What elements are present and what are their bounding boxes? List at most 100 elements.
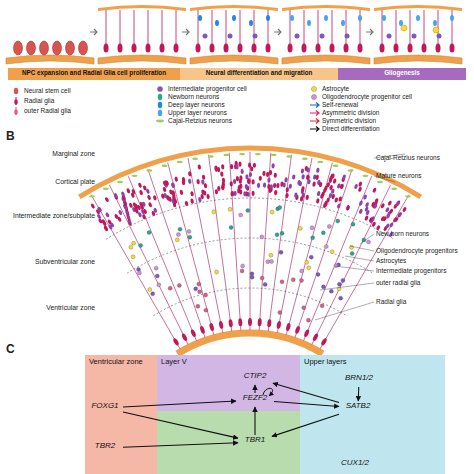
oligodendrocyte-progenitor	[241, 264, 245, 268]
cajal-retzius-cell	[223, 154, 229, 156]
mature-neuron	[358, 186, 363, 192]
mature-neuron	[190, 198, 194, 204]
intermediate-progenitor	[309, 255, 313, 259]
outer-radial-glia	[240, 269, 244, 273]
mature-neuron	[247, 178, 250, 183]
gene: CUX1/2	[336, 459, 374, 471]
zone-label: Subventricular zone	[10, 258, 95, 265]
intermediate-progenitor	[339, 296, 343, 300]
mature-neuron	[274, 190, 278, 195]
intermediate-progenitor	[228, 34, 233, 39]
neural-stem-cell	[53, 41, 62, 55]
outer-radial-glia	[291, 278, 295, 282]
zone-title: Layer V	[161, 358, 296, 366]
mature-neuron	[184, 201, 188, 207]
legend-icon	[158, 110, 162, 117]
cajal-retzius-cell	[146, 169, 152, 171]
mature-neuron	[249, 172, 252, 177]
regulation-arrow	[123, 412, 238, 438]
mature-neuron	[330, 173, 334, 179]
mature-neuron	[364, 215, 369, 221]
legend-icon	[311, 94, 316, 99]
oligodendrocyte-progenitor	[266, 260, 270, 264]
regulation-arrow	[123, 443, 238, 448]
oligodendrocyte-progenitor	[137, 271, 141, 275]
mature-neuron	[305, 195, 309, 201]
mature-neuron	[276, 183, 280, 188]
radial-glia-fiber	[188, 158, 223, 333]
mature-neuron	[230, 164, 234, 169]
mature-neuron	[331, 173, 335, 179]
mature-neuron	[188, 171, 192, 177]
radial-glia-body	[294, 325, 300, 334]
mature-neuron	[269, 170, 273, 175]
radial-glia-body	[238, 44, 243, 53]
self-loop	[263, 388, 273, 396]
phase-title: NPC expansion and Radial Glia cell proli…	[8, 70, 180, 77]
mature-neuron	[173, 198, 177, 204]
radial-glia-body	[450, 44, 455, 53]
oligodendrocyte-progenitor	[260, 235, 264, 239]
mature-neuron	[307, 179, 311, 185]
mature-neuron	[181, 180, 185, 186]
radial-glia-body	[118, 44, 123, 53]
radial-glia-body	[228, 319, 233, 327]
oligodendrocyte-progenitor	[310, 226, 314, 230]
mature-neuron	[239, 175, 242, 180]
mature-neuron	[316, 167, 320, 173]
radial-glia-fiber	[312, 185, 391, 345]
mature-neuron	[346, 205, 351, 211]
mature-neuron	[206, 194, 210, 200]
radial-glia-body	[199, 325, 205, 334]
mature-neuron	[168, 196, 173, 202]
pial-surface	[374, 5, 462, 11]
neuron	[433, 20, 437, 26]
legend-text: Symmetric division	[322, 118, 376, 125]
cajal-retzius-cell	[271, 154, 277, 156]
legend-icon	[310, 119, 319, 124]
radial-glia-body	[358, 44, 363, 53]
mature-neuron	[134, 206, 139, 212]
mature-neuron	[292, 174, 296, 180]
intermediate-progenitor	[341, 278, 345, 282]
radial-glia-body	[196, 44, 201, 53]
mature-neuron	[273, 173, 277, 178]
mature-neuron	[103, 225, 108, 231]
neural-stem-cell	[14, 41, 23, 55]
mature-neuron	[380, 203, 385, 209]
mature-neuron	[203, 190, 207, 196]
mature-neuron	[235, 164, 238, 169]
newborn-neuron	[275, 233, 279, 237]
legend-icon	[310, 103, 319, 108]
radial-glia-body	[316, 44, 321, 53]
legend-text: Newborn neurons	[168, 94, 219, 101]
mature-neuron	[239, 184, 242, 189]
gene-name: CTIP2	[238, 372, 272, 381]
legend-icon	[310, 127, 319, 132]
mature-neuron	[243, 191, 246, 196]
legend-text: Self-renewal	[322, 102, 358, 109]
mature-neuron	[120, 191, 125, 197]
outer-radial-glia	[177, 283, 181, 287]
mature-neuron	[396, 200, 401, 206]
mature-neuron	[147, 194, 152, 200]
newborn-neuron	[246, 208, 250, 212]
outer-radial-glia	[302, 306, 306, 310]
mature-neuron	[338, 196, 343, 202]
phase-bar: Neural differentiation and migration	[180, 68, 338, 80]
newborn-neuron	[351, 222, 355, 226]
zone-title: Upper layers	[304, 358, 441, 366]
mature-neuron	[336, 203, 341, 209]
legend-icon	[158, 94, 162, 101]
mature-neuron	[231, 191, 235, 196]
cajal-retzius-cell	[117, 181, 123, 183]
radial-glia-body	[210, 44, 215, 53]
mature-neuron	[152, 195, 157, 201]
mature-neuron	[318, 182, 322, 188]
mature-neuron	[236, 176, 239, 181]
mature-neuron	[301, 186, 305, 192]
radial-glia-body	[302, 44, 307, 53]
zone-label: Intermediate progenitors	[376, 267, 472, 274]
mature-neuron	[316, 191, 320, 197]
leader-line	[360, 234, 374, 244]
